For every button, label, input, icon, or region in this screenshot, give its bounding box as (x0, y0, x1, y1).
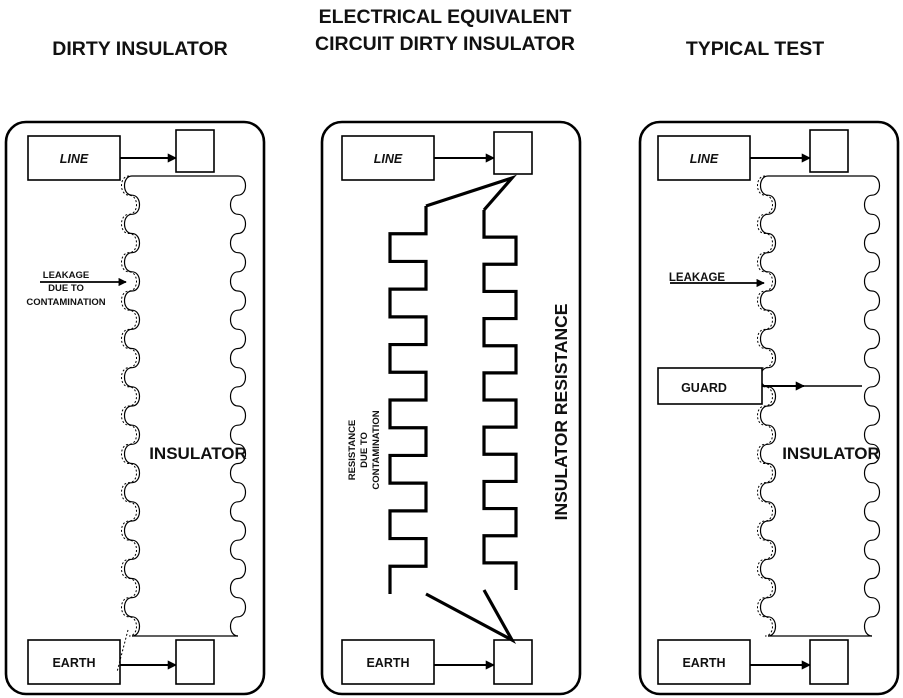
title-equivalent-line-1: ELECTRICAL EQUIVALENT (318, 6, 572, 28)
terminal-bottom (809, 639, 849, 685)
line-label: LINE (374, 152, 403, 166)
earth-label: EARTH (52, 656, 95, 670)
line-label: LINE (60, 152, 89, 166)
leakage-path-to-earth (116, 629, 129, 673)
terminal-bottom (175, 639, 215, 685)
panel-frame (4, 120, 266, 696)
leakage-label-3: CONTAMINATION (26, 297, 105, 308)
earth-label: EARTH (366, 656, 409, 670)
insulator-shape (121, 175, 247, 637)
guard-box (657, 367, 763, 405)
resistance-label-3: CONTAMINATION (371, 410, 382, 489)
insulator-left-surface (759, 175, 777, 637)
earth-box (657, 639, 751, 685)
insulator-label: INSULATOR (782, 444, 880, 463)
resistance-contamination-label: RESISTANCE DUE TO CONTAMINATION (347, 410, 382, 489)
title-typical-test: TYPICAL TEST (685, 38, 825, 60)
line-label: LINE (690, 152, 719, 166)
earth-label: EARTH (682, 656, 725, 670)
leakage-label-2: DUE TO (48, 283, 84, 294)
terminal-top (809, 129, 849, 173)
line-box (657, 135, 751, 181)
contamination-resistor (388, 206, 428, 594)
insulator-caps (132, 175, 238, 637)
insulator-right-surface (863, 175, 881, 637)
title-equivalent-line-2: CIRCUIT DIRTY INSULATOR (314, 33, 575, 55)
panel-typical-test: LINE EARTH GUARD LEAKAGE INSULATOR (638, 120, 900, 696)
title-equivalent-circuit: ELECTRICAL EQUIVALENT CIRCUIT DIRTY INSU… (280, 4, 610, 58)
earth-box (27, 639, 121, 685)
insulator-resistance-label-wrap: INSULATOR RESISTANCE (551, 304, 571, 521)
resistor-connections (425, 174, 518, 644)
insulator-left-surface (123, 175, 141, 637)
contamination-layer (121, 175, 137, 637)
panel-frame (638, 120, 900, 696)
contamination-layer (757, 175, 773, 637)
terminal-bottom (493, 639, 533, 685)
insulator-right-surface (229, 175, 247, 637)
resistance-label-2: DUE TO (359, 432, 370, 468)
insulator-resistor (482, 210, 518, 590)
insulator-label: INSULATOR (149, 444, 247, 463)
title-dirty-insulator: DIRTY INSULATOR (52, 38, 228, 60)
leakage-label-1: LEAKAGE (43, 270, 89, 281)
guard-label: GUARD (681, 381, 727, 395)
terminal-top (493, 131, 533, 175)
insulator-caps (768, 175, 872, 637)
terminal-top (175, 129, 215, 173)
insulator-resistance-label: INSULATOR RESISTANCE (551, 304, 571, 521)
panel-frame (320, 120, 582, 696)
panel-equivalent-circuit: LINE EARTH RESISTANCE DUE TO CONTAMINATI… (320, 120, 582, 696)
insulator-shape (757, 175, 881, 637)
panel-dirty-insulator: LINE EARTH LEAKAGE DUE TO CONTAMINATION … (4, 120, 266, 696)
leakage-label: LEAKAGE (669, 272, 726, 284)
earth-box (341, 639, 435, 685)
resistance-label-1: RESISTANCE (347, 420, 358, 481)
